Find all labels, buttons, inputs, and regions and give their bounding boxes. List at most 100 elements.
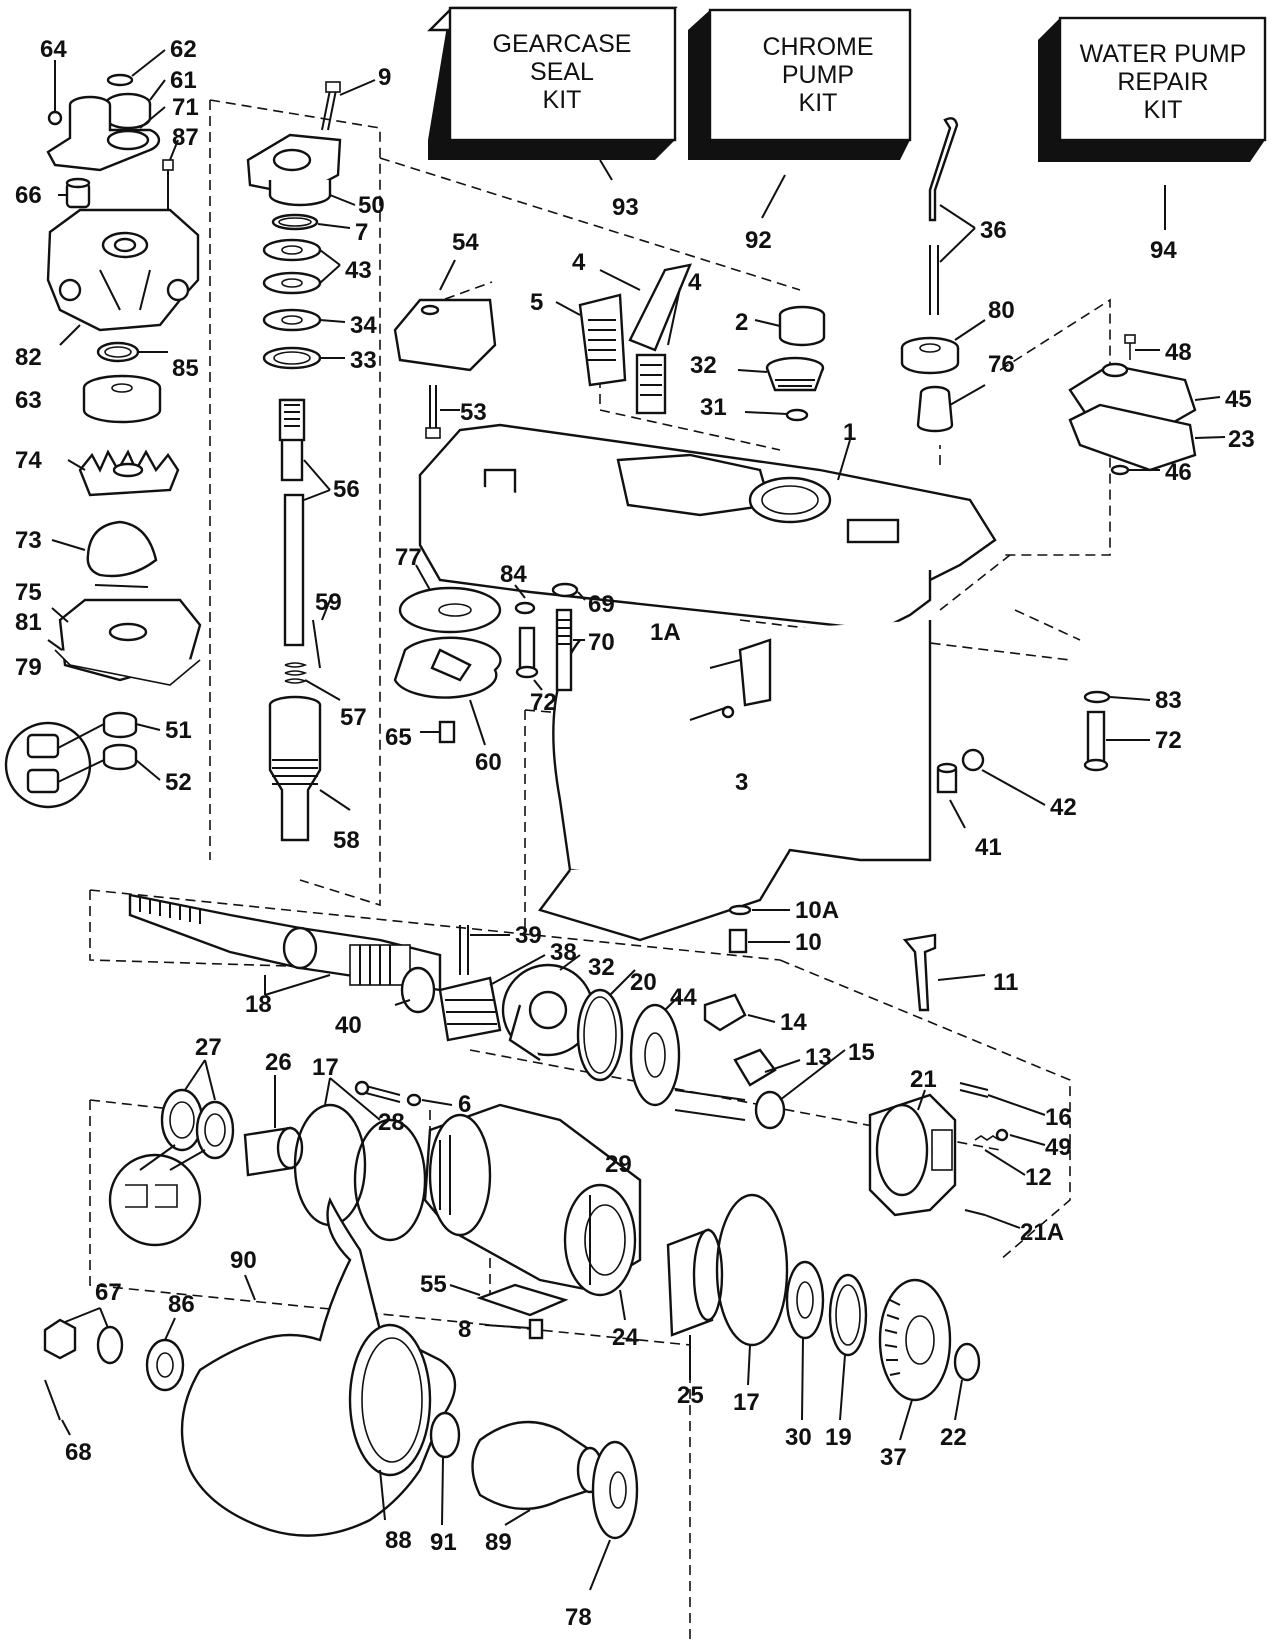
chrome-pump-kit-line-3: KIT xyxy=(799,89,838,117)
callout-70: 70 xyxy=(588,629,615,656)
callout-41: 41 xyxy=(975,834,1002,861)
chrome-pump-kit-line-2: PUMP xyxy=(782,61,854,89)
callout-34: 34 xyxy=(350,312,377,339)
callout-77: 77 xyxy=(395,544,422,571)
right-cover-parts xyxy=(1068,334,1226,476)
callout-85: 85 xyxy=(172,355,199,382)
callout-12: 12 xyxy=(1025,1164,1052,1191)
callout-74: 74 xyxy=(15,447,42,474)
callout-64: 64 xyxy=(40,36,67,63)
gear-housing xyxy=(418,423,997,942)
callout-19: 19 xyxy=(825,1424,852,1451)
water-pump-kit-box: WATER PUMP REPAIR KIT xyxy=(1038,16,1267,162)
callout-49: 49 xyxy=(1045,1134,1072,1161)
callout-72-right: 72 xyxy=(1155,727,1182,754)
callout-39: 39 xyxy=(515,922,542,949)
callout-25: 25 xyxy=(677,1382,704,1409)
callout-4-left: 4 xyxy=(572,249,586,276)
callout-94: 94 xyxy=(1150,237,1177,264)
callout-59: 59 xyxy=(315,589,342,616)
callout-16: 16 xyxy=(1045,1104,1072,1131)
gearcase-seal-kit-box: GEARCASE SEAL KIT xyxy=(427,6,678,160)
part-54-block xyxy=(393,259,497,439)
callout-89: 89 xyxy=(485,1529,512,1556)
callout-90: 90 xyxy=(230,1247,257,1274)
callout-29: 29 xyxy=(605,1151,632,1178)
gearcase-seal-kit-line-1: GEARCASE xyxy=(493,30,632,58)
bearing-carrier-row xyxy=(108,1059,1046,1441)
callout-81: 81 xyxy=(15,609,42,636)
callout-67: 67 xyxy=(95,1279,122,1306)
callout-6: 6 xyxy=(458,1091,471,1118)
callout-54: 54 xyxy=(452,229,479,256)
callout-63: 63 xyxy=(15,387,42,414)
callout-88: 88 xyxy=(385,1527,412,1554)
callout-91: 91 xyxy=(430,1529,457,1556)
pump-parts-upper xyxy=(555,263,851,481)
callout-1: 1 xyxy=(843,419,856,446)
callout-57: 57 xyxy=(340,704,367,731)
callout-51: 51 xyxy=(165,717,192,744)
callout-23: 23 xyxy=(1228,426,1255,453)
callout-20: 20 xyxy=(630,969,657,996)
callout-40: 40 xyxy=(335,1012,362,1039)
callout-65: 65 xyxy=(385,724,412,751)
callout-61: 61 xyxy=(170,67,197,94)
propshaft-parts xyxy=(128,893,986,1130)
callout-73: 73 xyxy=(15,527,42,554)
callout-3: 3 xyxy=(735,769,748,796)
callout-17-right: 17 xyxy=(733,1389,760,1416)
chrome-pump-kit-line-1: CHROME xyxy=(762,33,873,61)
callout-60: 60 xyxy=(475,749,502,776)
callout-92: 92 xyxy=(745,227,772,254)
propeller-parts xyxy=(43,1196,639,1591)
water-pump-parts xyxy=(4,72,202,809)
callout-69: 69 xyxy=(588,591,615,618)
callout-66: 66 xyxy=(15,182,42,209)
callout-32-upper: 32 xyxy=(690,352,717,379)
callout-28: 28 xyxy=(378,1109,405,1136)
callout-71: 71 xyxy=(172,94,199,121)
callout-9: 9 xyxy=(378,64,391,91)
water-pump-kit-line-3: KIT xyxy=(1144,96,1183,124)
callout-44: 44 xyxy=(670,984,697,1011)
callout-36: 36 xyxy=(980,217,1007,244)
callout-62: 62 xyxy=(170,36,197,63)
driveshaft-parts xyxy=(246,79,376,842)
callout-78: 78 xyxy=(565,1604,592,1631)
callout-48: 48 xyxy=(1165,339,1192,366)
callout-45: 45 xyxy=(1225,386,1252,413)
callout-37: 37 xyxy=(880,1444,907,1471)
callout-46: 46 xyxy=(1165,459,1192,486)
callout-79: 79 xyxy=(15,654,42,681)
callout-68: 68 xyxy=(65,1439,92,1466)
callout-33: 33 xyxy=(350,347,377,374)
callout-83: 83 xyxy=(1155,687,1182,714)
right-mid-parts xyxy=(728,690,1151,954)
water-pump-kit-line-2: REPAIR xyxy=(1117,68,1208,96)
callout-32-lower: 32 xyxy=(588,954,615,981)
callout-58: 58 xyxy=(333,827,360,854)
callout-22: 22 xyxy=(940,1424,967,1451)
callout-52: 52 xyxy=(165,769,192,796)
water-pump-kit-line-1: WATER PUMP xyxy=(1080,40,1247,68)
callout-8: 8 xyxy=(458,1316,471,1343)
callout-18: 18 xyxy=(245,991,272,1018)
callout-5: 5 xyxy=(530,289,543,316)
callout-2: 2 xyxy=(735,309,748,336)
chrome-pump-kit-box: CHROME PUMP KIT xyxy=(688,8,912,160)
callout-10A: 10A xyxy=(795,897,839,924)
callout-27: 27 xyxy=(195,1034,222,1061)
callout-13: 13 xyxy=(805,1044,832,1071)
callout-17-left: 17 xyxy=(312,1054,339,1081)
callout-82: 82 xyxy=(15,344,42,371)
callout-56: 56 xyxy=(333,476,360,503)
callout-55: 55 xyxy=(420,1271,447,1298)
callout-30: 30 xyxy=(785,1424,812,1451)
gearcase-seal-kit-line-3: KIT xyxy=(543,86,582,114)
callout-84: 84 xyxy=(500,561,527,588)
callout-42: 42 xyxy=(1050,794,1077,821)
callout-21A: 21A xyxy=(1020,1219,1064,1246)
callout-1A: 1A xyxy=(650,619,681,646)
